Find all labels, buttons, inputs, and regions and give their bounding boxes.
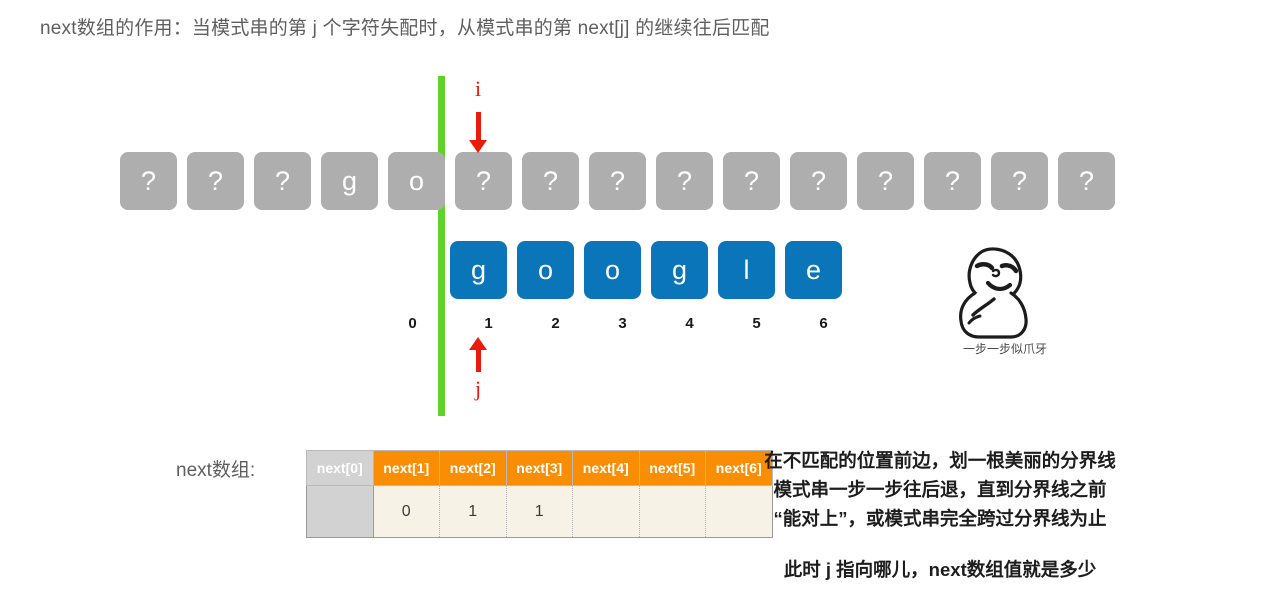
pattern-index: 5 (752, 315, 761, 332)
table-cell: 0 (372, 485, 440, 538)
pattern-cell: g (651, 241, 708, 299)
arrow-down-head-icon (469, 140, 487, 153)
text-cell: ? (187, 152, 244, 210)
text-cell: ? (589, 152, 646, 210)
divider-line (438, 76, 445, 416)
note-line-1: 在不匹配的位置前边，划一根美丽的分界线 (764, 450, 1116, 471)
table-header-cell: next[1] (372, 450, 440, 486)
i-pointer: i (458, 78, 498, 153)
table-cell: 1 (505, 485, 573, 538)
pattern-index: 0 (408, 315, 417, 332)
table-cell: 1 (439, 485, 507, 538)
text-cell: ? (254, 152, 311, 210)
table-header-cell: next[2] (439, 450, 507, 486)
pattern-index: 4 (685, 315, 694, 332)
text-cell: g (321, 152, 378, 210)
notes-spacer (620, 533, 1260, 555)
text-cell: ? (120, 152, 177, 210)
text-cell: ? (522, 152, 579, 210)
pattern-index: 3 (618, 315, 627, 332)
text-cell: ? (924, 152, 981, 210)
table-header-cell: next[3] (505, 450, 573, 486)
i-pointer-label: i (474, 76, 482, 101)
j-pointer: j (458, 337, 498, 400)
pattern-index: 6 (819, 315, 828, 332)
note-line-2: 模式串一步一步往后退，直到分界线之前 (773, 479, 1107, 500)
table-header-cell: next[5] (638, 450, 706, 486)
next-array-label: next数组: (176, 460, 256, 481)
table-cell (705, 485, 773, 538)
table-cell (572, 485, 640, 538)
text-cell: ? (455, 152, 512, 210)
j-pointer-label: j (474, 376, 482, 401)
pattern-index: 2 (551, 315, 560, 332)
pattern-cell: l (718, 241, 775, 299)
pattern-cell: o (517, 241, 574, 299)
page-title: next数组的作用：当模式串的第 j 个字符失配时，从模式串的第 next[j]… (40, 18, 770, 39)
text-cell: ? (1058, 152, 1115, 210)
text-cell: ? (723, 152, 780, 210)
cartoon-caption: 一步一步似爪牙 (962, 342, 1047, 356)
pattern-string-row: g o o g l e (450, 241, 842, 299)
table-cell (638, 485, 706, 538)
text-cell: ? (790, 152, 847, 210)
cartoon-figure: 一步一步似爪牙 (930, 233, 1080, 357)
table-header-cell: next[0] (306, 450, 374, 486)
next-array-table: next[0] next[1] next[2] next[3] next[4] … (306, 450, 773, 538)
pattern-cell: o (584, 241, 641, 299)
pattern-cell: g (450, 241, 507, 299)
note-line-3: “能对上”，或模式串完全跨过分界线为止 (773, 508, 1107, 529)
text-cell: ? (991, 152, 1048, 210)
arrow-down-icon (475, 112, 481, 140)
pattern-cell: e (785, 241, 842, 299)
text-cell: ? (656, 152, 713, 210)
table-header-cell: next[4] (572, 450, 640, 486)
arrow-up-head-icon (469, 337, 487, 350)
pattern-index-row: 0 1 2 3 4 5 6 (384, 315, 852, 332)
table-row: 0 1 1 (306, 485, 773, 538)
table-header-row: next[0] next[1] next[2] next[3] next[4] … (306, 450, 773, 486)
stick-figure-icon (959, 247, 1028, 339)
text-cell: o (388, 152, 445, 210)
table-header-cell: next[6] (705, 450, 773, 486)
text-cell: ? (857, 152, 914, 210)
note-line-4: 此时 j 指向哪儿，next数组值就是多少 (783, 559, 1097, 580)
pattern-index: 1 (484, 315, 493, 332)
explanation-notes: 在不匹配的位置前边，划一根美丽的分界线 模式串一步一步往后退，直到分界线之前 “… (620, 446, 1260, 584)
text-string-row: ? ? ? g o ? ? ? ? ? ? ? ? ? ? (120, 152, 1115, 210)
arrow-up-icon (475, 350, 481, 372)
table-cell (306, 485, 374, 538)
